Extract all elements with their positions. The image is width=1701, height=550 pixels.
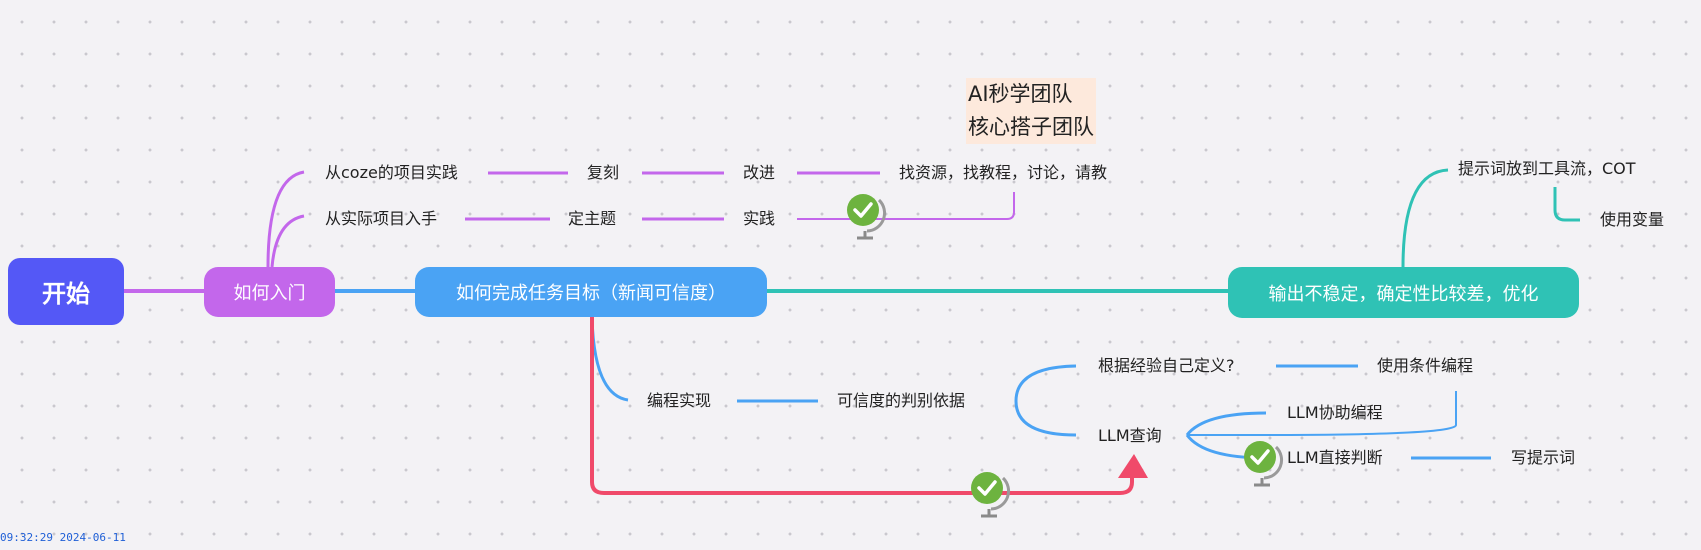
checkmark-globe-icon — [847, 194, 887, 240]
subtopic-credibility-basis[interactable]: 可信度的判别依据 — [837, 391, 966, 410]
subtopic-replicate[interactable]: 复刻 — [587, 163, 620, 182]
subtopic-programming-impl[interactable]: 编程实现 — [647, 391, 712, 410]
subtopic-llm-direct[interactable]: LLM直接判断 — [1287, 448, 1383, 467]
topic-how-to-start[interactable]: 如何入门 — [204, 267, 335, 317]
subtopic-experience-define[interactable]: 根据经验自己定义? — [1098, 356, 1235, 375]
relation-arrowhead — [1118, 454, 1148, 478]
topic-task-goal[interactable]: 如何完成任务目标（新闻可信度） — [415, 267, 767, 317]
checkmark-globe-icon — [1244, 441, 1284, 487]
topic-output-unstable[interactable]: 输出不稳定，确定性比较差，优化 — [1228, 267, 1579, 318]
root-node[interactable]: 开始 — [8, 258, 124, 325]
link-start-real — [270, 214, 305, 268]
link-prompt-variables — [1553, 187, 1580, 222]
subtopic-write-prompt[interactable]: 写提示词 — [1511, 448, 1576, 467]
sticky-note[interactable]: AI秒学团队 核心搭子团队 — [966, 78, 1096, 144]
subtopic-conditional-programming[interactable]: 使用条件编程 — [1377, 356, 1474, 375]
link-practice-resources — [797, 192, 1015, 220]
subtopic-find-resources[interactable]: 找资源，找教程，讨论，请教 — [899, 163, 1108, 182]
link-basis-options — [1014, 364, 1077, 437]
link-goal-impl — [590, 316, 629, 402]
subtopic-use-variables[interactable]: 使用变量 — [1600, 210, 1665, 229]
subtopic-improve[interactable]: 改进 — [743, 163, 776, 182]
subtopic-practice[interactable]: 实践 — [743, 209, 776, 228]
subtopic-llm-query[interactable]: LLM查询 — [1098, 426, 1162, 445]
note-line-1: AI秒学团队 — [968, 82, 1073, 106]
link-output-prompt — [1401, 168, 1449, 268]
note-line-2: 核心搭子团队 — [968, 115, 1094, 139]
timestamp: 09:32:29 2024-06-11 — [0, 531, 126, 544]
subtopic-set-theme[interactable]: 定主题 — [568, 209, 617, 228]
relation-arrow — [590, 317, 1134, 495]
subtopic-prompt-to-flow[interactable]: 提示词放到工具流，COT — [1458, 159, 1636, 178]
subtopic-real-project[interactable]: 从实际项目入手 — [325, 209, 438, 228]
checkmark-globe-icon — [971, 472, 1011, 518]
link-start-coze — [266, 170, 305, 268]
subtopic-llm-assist[interactable]: LLM协助编程 — [1287, 403, 1383, 422]
subtopic-coze-practice[interactable]: 从coze的项目实践 — [325, 163, 458, 182]
